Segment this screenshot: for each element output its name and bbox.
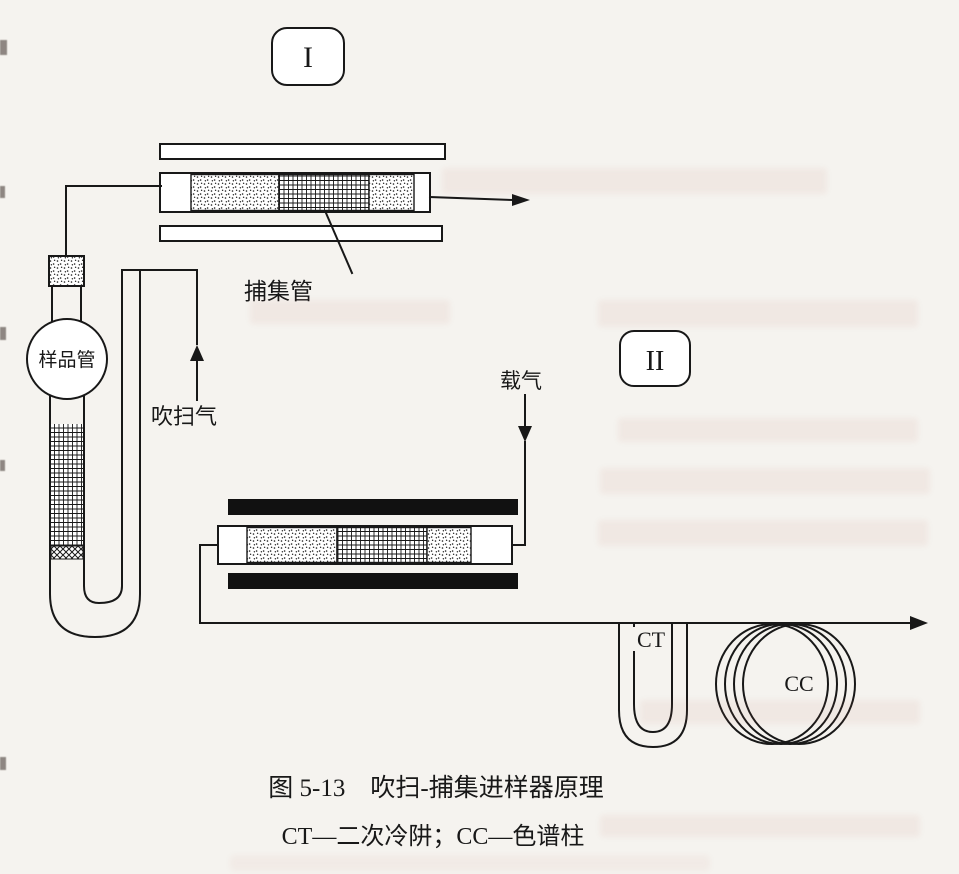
sample-tube-assembly: 样品管 (26, 185, 162, 639)
cc-label-mask (776, 670, 822, 696)
adsorbent-section-grid-1 (278, 173, 370, 212)
cold-trap-label: CT (637, 627, 666, 652)
purge-gas-inlet (121, 269, 204, 401)
section-2-badge-box (619, 330, 691, 387)
section-2-badge-label: II (646, 346, 665, 377)
adsorbent-section-stipple-4 (426, 526, 472, 564)
carrier-arrowhead (518, 426, 532, 442)
sample-bulb (26, 318, 108, 400)
u-bend-inner-wall (83, 270, 123, 605)
carrier-pipe (511, 441, 526, 546)
adsorbent-section-stipple-1 (190, 173, 280, 212)
sample-tube-label: 样品管 (38, 349, 95, 371)
heater-block-top-2 (228, 499, 518, 515)
purge-inlet-pipe (121, 269, 198, 345)
adsorbent-section-stipple-3 (246, 526, 338, 564)
trap-tube-label: 捕集管 (244, 279, 313, 304)
carrier-gas-label: 载气 (500, 369, 542, 393)
u-bend-outer-wall (49, 270, 141, 639)
heater-block-bottom-2 (228, 573, 518, 589)
trap-outlet-arrow (428, 194, 530, 206)
purge-arrowhead (190, 345, 204, 361)
sample-neck-frit (48, 255, 85, 287)
coil-loop-4 (742, 623, 856, 745)
transfer-line (199, 544, 911, 624)
section-1-badge-box (271, 27, 345, 86)
figure-legend: CT—二次冷阱；CC—色谱柱 (282, 823, 585, 850)
outlet-arrowhead (910, 616, 928, 630)
ct-inner-wall (633, 622, 673, 734)
sample-packing-grid (51, 424, 83, 546)
ct-outer-wall (618, 622, 688, 749)
trap-label-pointer-line (324, 211, 354, 275)
heater-bar-bottom-1 (159, 225, 443, 242)
adsorbent-section-grid-2 (336, 526, 428, 564)
carrier-gas-line (511, 394, 532, 546)
column-label: CC (784, 671, 813, 696)
section-2-badge: II (619, 330, 691, 387)
trap-outlet-arrowhead (512, 194, 530, 206)
sample-frit-band (50, 545, 84, 560)
section-1-badge: I (271, 27, 345, 86)
ct-label-mask (632, 627, 671, 651)
section-1-badge-label: I (303, 41, 313, 74)
purge-gas-label: 吹扫气 (151, 404, 217, 429)
trap-tube-2-assembly (217, 499, 518, 589)
figure-caption: 图 5-13 吹扫-捕集进样器原理 (268, 774, 603, 802)
cold-trap-ct: CT (618, 622, 688, 749)
heater-bar-top-1 (159, 143, 446, 160)
trap-outlet-line (428, 195, 515, 202)
sample-outlet-line (65, 185, 162, 257)
trap-tube-1-assembly (159, 143, 446, 242)
adsorbent-section-stipple-2 (368, 173, 415, 212)
column-coil-cc: CC (715, 623, 856, 745)
